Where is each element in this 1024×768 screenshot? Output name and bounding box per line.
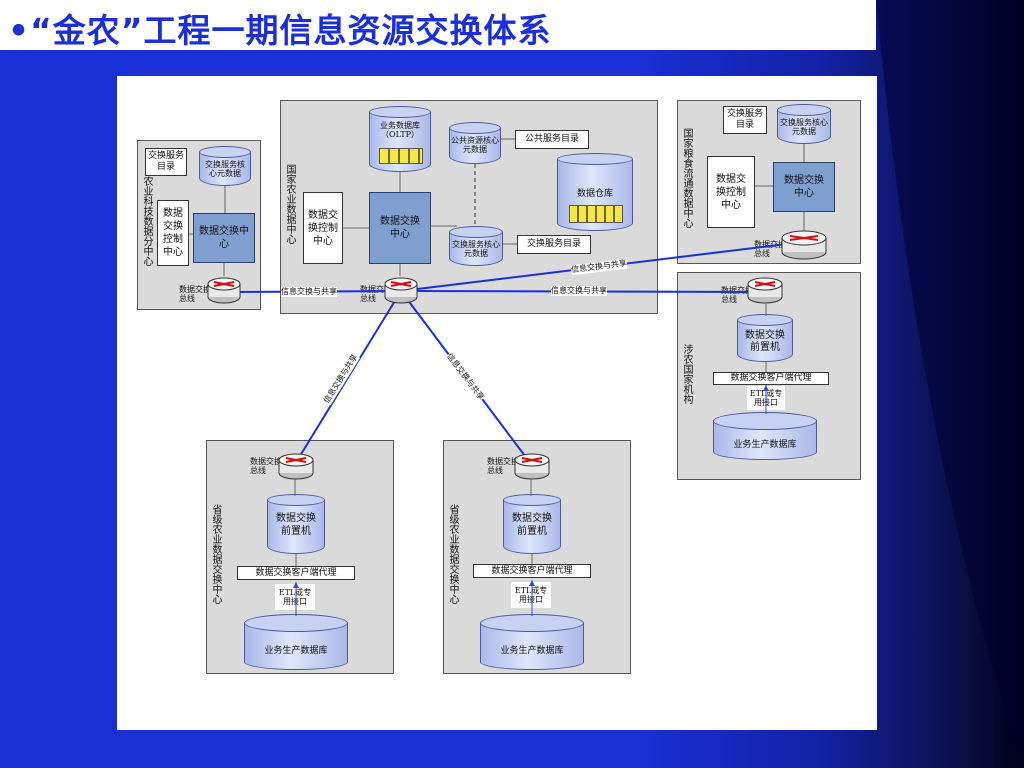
data-warehouse: 数据仓库 bbox=[557, 153, 633, 231]
province-2-production-db: 业务生产数据库 bbox=[480, 614, 584, 670]
province-2-hub-label: 数据交换总线 bbox=[487, 457, 519, 475]
slide-title: •“金农”工程一期信息资源交换体系 bbox=[8, 11, 552, 50]
center-control-box: 数据交换控制中心 bbox=[303, 192, 343, 264]
connection-lines bbox=[189, 138, 827, 616]
province-1-client-agent: 数据交换客户端代理 bbox=[237, 566, 355, 580]
left-exchange-center: 数据交换中心 bbox=[193, 213, 255, 263]
grain-hub-label: 数据交换总线 bbox=[754, 240, 786, 258]
grain-exchange-center: 数据交换中心 bbox=[773, 162, 835, 212]
exchange-service-catalog: 交换服务目录 bbox=[517, 235, 591, 254]
router-icon-province-2 bbox=[514, 453, 550, 480]
router-icon-center bbox=[384, 277, 418, 304]
province-1-production-db: 业务生产数据库 bbox=[244, 614, 348, 670]
public-core-metadata-db: 公共资源核心元数据 bbox=[449, 122, 501, 164]
router-icon-left bbox=[207, 277, 241, 304]
public-service-catalog: 公共服务目录 bbox=[515, 130, 589, 149]
left-catalog-box: 交换服务目录 bbox=[145, 148, 187, 176]
center-exchange-center: 数据交换中心 bbox=[369, 192, 431, 264]
label-province-2: 省级农业数据交换中心 bbox=[447, 504, 458, 604]
exchange-core-metadata-db: 交换服务核心元数据 bbox=[449, 226, 503, 266]
agency-hub-label: 数据交换总线 bbox=[721, 286, 753, 304]
grain-catalog-box: 交换服务目录 bbox=[723, 106, 767, 134]
label-national-agri-center: 国家农业数据中心 bbox=[284, 164, 295, 244]
province-1-front-server: 数据交换前置机 bbox=[267, 494, 325, 554]
title-bar: •“金农”工程一期信息资源交换体系 bbox=[0, 0, 876, 50]
label-agri-agency: 涉农国家机构 bbox=[681, 344, 692, 404]
left-core-metadata-db: 交换服务核心元数据 bbox=[199, 146, 251, 186]
grain-control-box: 数据交换控制中心 bbox=[707, 156, 755, 228]
province-1-hub-label: 数据交换总线 bbox=[250, 457, 282, 475]
oltp-db: 业务数据库（OLTP） bbox=[369, 106, 431, 172]
province-2-etl-interface: ETL或专用接口 bbox=[511, 582, 551, 608]
link-label-left: 信息交换与共享 bbox=[281, 287, 337, 297]
grain-core-metadata-db: 交换服务核心元数据 bbox=[777, 104, 831, 144]
label-agri-tech-center: 农业科技数据分中心 bbox=[141, 176, 152, 266]
province-2-front-server: 数据交换前置机 bbox=[503, 494, 561, 554]
router-icon-grain bbox=[781, 230, 827, 260]
agency-front-server: 数据交换前置机 bbox=[737, 314, 793, 362]
province-1-etl-interface: ETL或专用接口 bbox=[275, 584, 315, 610]
router-icon-agency bbox=[747, 277, 783, 304]
label-province-1: 省级农业数据交换中心 bbox=[210, 504, 221, 604]
left-hub-label: 数据交换总线 bbox=[179, 285, 211, 303]
left-control-box: 数据交换控制中心 bbox=[157, 200, 189, 266]
agency-production-db: 业务生产数据库 bbox=[713, 412, 817, 460]
label-grain-center: 国家粮食流通数据中心 bbox=[681, 128, 692, 228]
center-hub-label: 数据交换总线 bbox=[360, 285, 392, 303]
diagram-canvas: 农业科技数据分中心 交换服务目录 交换服务核心元数据 数据交换控制中心 数据交换… bbox=[117, 76, 877, 730]
router-icon-province-1 bbox=[278, 453, 314, 480]
province-2-client-agent: 数据交换客户端代理 bbox=[473, 564, 591, 578]
agency-client-agent: 数据交换客户端代理 bbox=[713, 372, 829, 385]
link-label-right: 信息交换与共享 bbox=[551, 286, 607, 296]
